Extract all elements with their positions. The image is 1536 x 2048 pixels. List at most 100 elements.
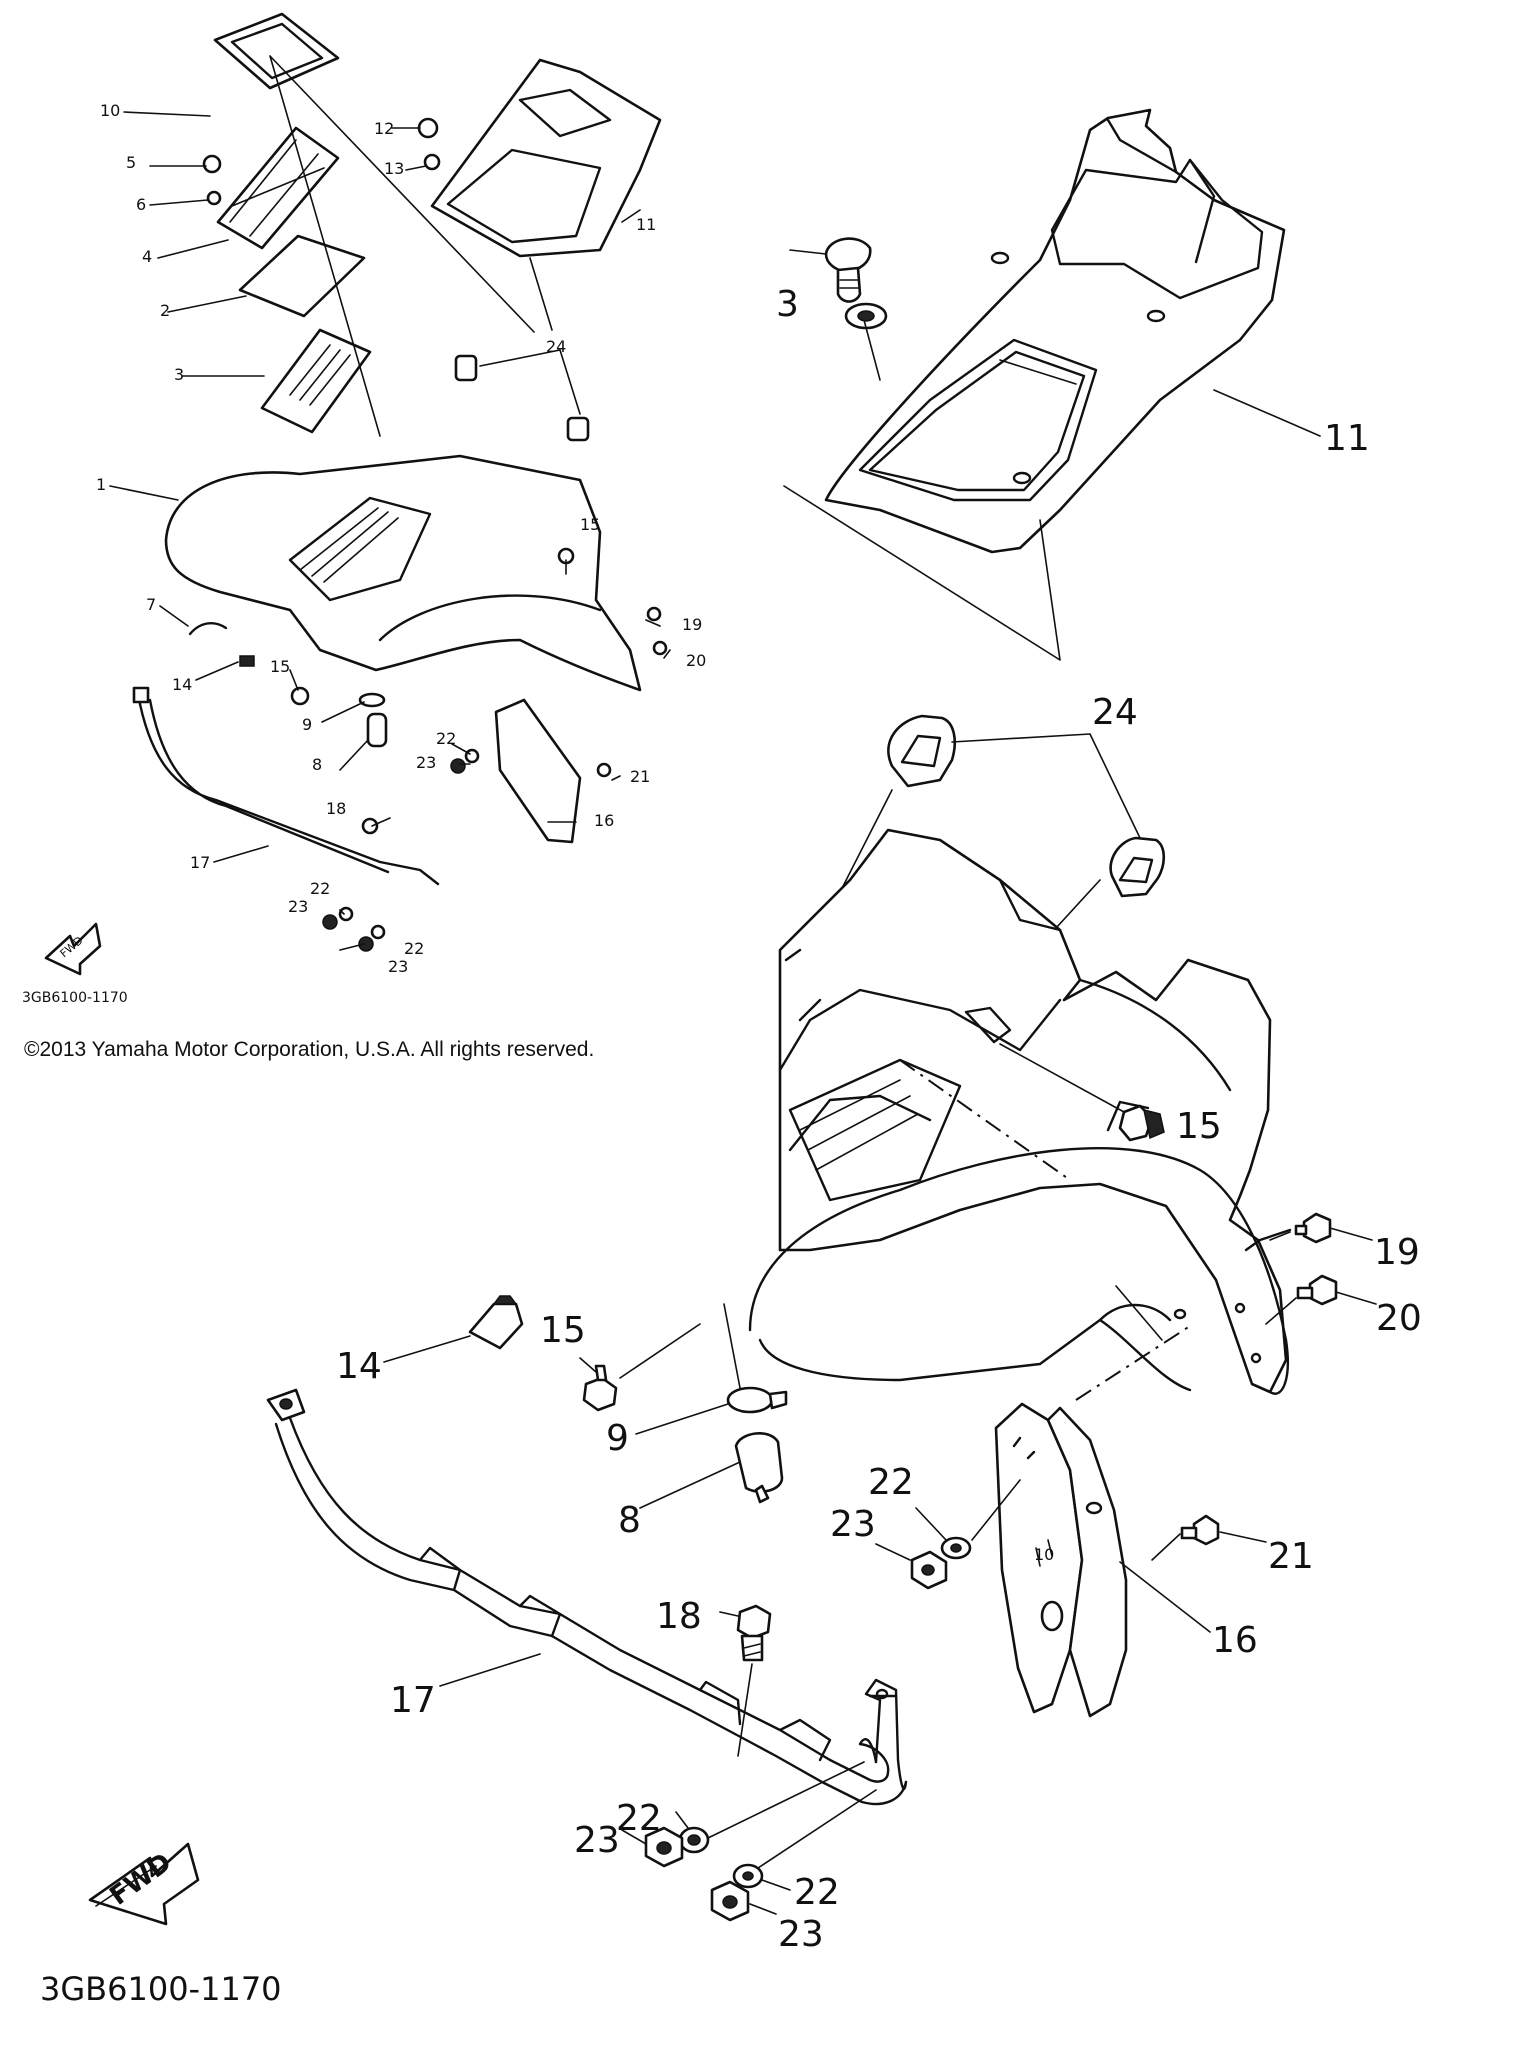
part-22-washer-large-a <box>915 1479 1021 1560</box>
copyright-text: ©2013 Yamaha Motor Corporation, U.S.A. A… <box>24 1038 594 1061</box>
part-9-clamp <box>358 692 386 708</box>
callout-large-23b: 23 <box>574 1820 620 1861</box>
callout-large-3: 3 <box>776 284 799 325</box>
callout-large-11: 11 <box>1324 418 1370 459</box>
part-24-grommet-a <box>454 354 478 382</box>
callout-large-14: 14 <box>336 1346 382 1387</box>
detail-diagram: 3 11 24 <box>40 108 1422 2008</box>
callout-large-21: 21 <box>1268 1536 1314 1577</box>
part-21-bolt-large <box>1151 1514 1267 1561</box>
callout-small-13: 13 <box>384 159 404 178</box>
callout-small-4: 4 <box>142 247 152 266</box>
callout-small-14: 14 <box>172 675 192 694</box>
part-21-bolt <box>596 762 612 778</box>
part-17-bar-small <box>136 692 440 886</box>
callout-large-9: 9 <box>606 1418 629 1459</box>
part-1-fender-large <box>748 828 1292 1395</box>
callout-small-12: 12 <box>374 119 394 138</box>
callout-small-23c: 23 <box>388 957 408 976</box>
callout-small-22a: 22 <box>436 729 456 748</box>
callout-small-23a: 23 <box>416 753 436 772</box>
callout-small-21: 21 <box>630 767 650 786</box>
part-12-screw <box>417 117 439 139</box>
part-15-bolt-a <box>290 686 310 706</box>
callout-small-23b: 23 <box>288 897 308 916</box>
callout-small-11: 11 <box>636 215 656 234</box>
callout-small-10: 10 <box>100 101 120 120</box>
callout-small-22c: 22 <box>404 939 424 958</box>
callout-large-8: 8 <box>618 1500 641 1541</box>
part-19-bolt <box>646 606 662 622</box>
part-11-cover-large <box>824 108 1321 554</box>
part-18-bolt <box>361 817 379 835</box>
part-3-screen <box>260 328 372 434</box>
overview-diagram: FWD 10 5 6 4 2 3 1 7 14 15 9 8 12 13 11 … <box>22 12 706 1006</box>
part-24-grommet-large-a <box>887 714 956 788</box>
fwd-arrow-large: FWD <box>88 1842 200 1926</box>
diagram-code-small: 3GB6100-1170 <box>22 990 128 1006</box>
callout-large-18: 18 <box>656 1596 702 1637</box>
callout-small-3: 3 <box>174 365 184 384</box>
part-5-screw <box>202 154 222 174</box>
part-24-grommet-b <box>566 416 590 442</box>
diagram-code-large: 3GB6100-1170 <box>40 1970 282 2008</box>
part-14-clip <box>239 655 255 667</box>
callout-small-19: 19 <box>682 615 702 634</box>
part-23-nut-large-c <box>710 1880 777 1922</box>
callout-large-20: 20 <box>1376 1298 1422 1339</box>
part-7-hose <box>188 622 228 636</box>
callout-large-24: 24 <box>1092 692 1138 733</box>
callout-small-15b: 15 <box>580 515 600 534</box>
part-1-fender-small <box>164 454 642 692</box>
fwd-arrow-small: FWD <box>44 922 102 976</box>
part-16-plate-large: 10 <box>994 1325 1211 1718</box>
callout-small-2: 2 <box>160 301 170 320</box>
callout-small-18: 18 <box>326 799 346 818</box>
part-6-washer <box>206 190 222 206</box>
callout-small-9: 9 <box>302 715 312 734</box>
part-23-nut-large-a <box>875 1543 948 1590</box>
part-24-grommet-large-b <box>1109 836 1166 898</box>
part-9-clamp-large <box>635 1303 788 1435</box>
callout-small-20: 20 <box>686 651 706 670</box>
part-18-bolt-large <box>719 1604 772 1757</box>
callout-large-22c: 22 <box>794 1872 840 1913</box>
callout-small-7: 7 <box>146 595 156 614</box>
part-14-clip-large <box>383 1295 524 1363</box>
part-13-washer <box>423 153 441 171</box>
part-22-washer <box>464 748 480 764</box>
callout-large-15b: 15 <box>540 1310 586 1351</box>
callout-small-16: 16 <box>594 811 614 830</box>
part-17-bar-large <box>266 1388 908 1806</box>
callout-small-17: 17 <box>190 853 210 872</box>
callout-small-8: 8 <box>312 755 322 774</box>
part-15-bolt-large-b <box>579 1323 701 1412</box>
part-11-cover-small <box>430 58 662 258</box>
part-20-bolt-large <box>1265 1274 1377 1325</box>
part-22-washer-large-c <box>732 1789 877 1891</box>
part-4-bracket <box>216 126 340 250</box>
part-19-bolt-large <box>1269 1212 1373 1244</box>
callout-small-6: 6 <box>136 195 146 214</box>
part-2-pad <box>238 234 366 318</box>
part-15-bolt-large-a <box>999 1043 1165 1142</box>
part-10-frame <box>213 12 340 90</box>
callout-large-17: 17 <box>390 1680 436 1721</box>
callout-small-24: 24 <box>546 337 566 356</box>
callout-large-23a: 23 <box>830 1504 876 1545</box>
part-23-nut-large-b <box>621 1826 684 1868</box>
part-22-washer-large-b <box>675 1761 865 1854</box>
callout-small-5: 5 <box>126 153 136 172</box>
part-23-nut <box>450 758 466 774</box>
svg-text:10: 10 <box>1034 1545 1054 1564</box>
callout-large-23c: 23 <box>778 1914 824 1955</box>
callout-small-15a: 15 <box>270 657 290 676</box>
part-8-plug-large <box>639 1432 784 1509</box>
part-16-plate-small <box>494 698 582 844</box>
callout-large-16: 16 <box>1212 1620 1258 1661</box>
callout-small-22b: 22 <box>310 879 330 898</box>
part-8-plug <box>366 712 388 748</box>
part-20-bolt <box>652 640 668 656</box>
callout-large-22a: 22 <box>868 1462 914 1503</box>
